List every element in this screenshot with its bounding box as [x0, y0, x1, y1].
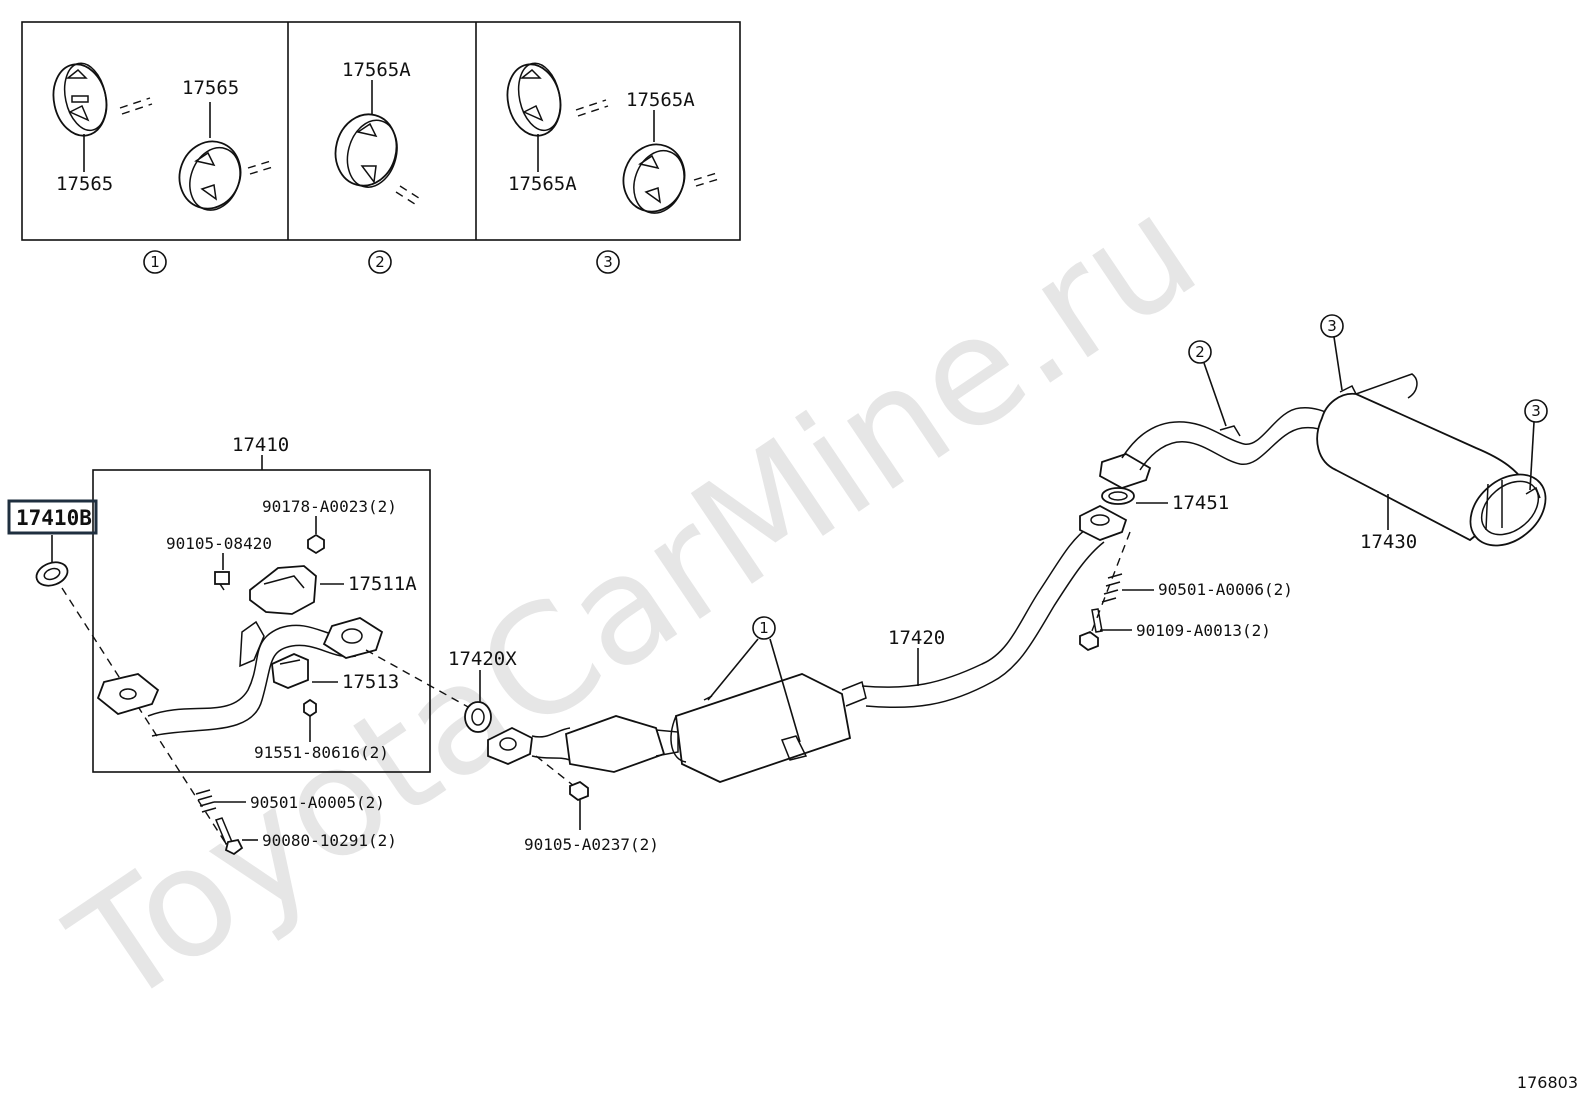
svg-text:1: 1 [150, 253, 160, 271]
hanger-mount-line [395, 185, 423, 207]
inset-2: 17565A [334, 59, 423, 207]
front-pipe-assembly-group: 17410 17410B 17511A [7, 434, 431, 851]
part-label-17565A: 17565A [626, 89, 695, 111]
inset-number-2: 2 [368, 250, 392, 274]
inset-number-3: 3 [596, 250, 620, 274]
hanger-mount-line [119, 97, 153, 115]
spring-icon [1101, 573, 1123, 603]
inset-frame [21, 21, 741, 241]
callout-3: 3 [1524, 399, 1548, 491]
hanger-mount-line [693, 171, 723, 187]
part-label-17420X: 17420X [448, 648, 517, 670]
callout-1: 1 [707, 616, 801, 743]
gasket-icon [35, 561, 69, 587]
bolt-icon [569, 780, 589, 802]
gasket-icon [464, 701, 492, 733]
part-label-17565A: 17565A [342, 59, 411, 81]
bolt-icon [214, 571, 230, 591]
part-label-17565A: 17565A [508, 173, 577, 195]
tailpipe-muffler-icon [1099, 373, 1547, 547]
gasket-icon [1101, 487, 1135, 505]
svg-text:2: 2 [375, 253, 385, 271]
part-label-90105-A0237: 90105-A0237(2) [524, 835, 659, 854]
part-label-90105-08420: 90105-08420 [166, 534, 272, 553]
inset-3: 17565A 17565A [506, 62, 723, 214]
svg-text:3: 3 [1327, 317, 1337, 335]
rubber-hanger-icon [622, 143, 686, 214]
part-label-17430: 17430 [1360, 531, 1417, 553]
part-label-17565: 17565 [182, 77, 239, 99]
part-label-17511A: 17511A [348, 573, 417, 595]
rubber-hanger-icon [178, 140, 242, 211]
part-label-17451: 17451 [1172, 492, 1229, 514]
highlight-box [7, 499, 98, 535]
rubber-hanger-icon [334, 113, 398, 188]
bolt-icon [303, 698, 317, 730]
part-label-90178: 90178-A0023(2) [262, 497, 397, 516]
nut-icon [307, 533, 325, 555]
part-label-17513: 17513 [342, 671, 399, 693]
part-label-17410B[interactable]: 17410B [16, 506, 92, 530]
part-label-17410: 17410 [232, 434, 289, 456]
front-pipe-icon [96, 617, 384, 737]
inset-1: 17565 17565 [52, 62, 277, 211]
alignment-line [1089, 531, 1131, 637]
inset-number-1: 1 [143, 250, 167, 274]
alignment-line [61, 587, 231, 851]
heat-insulator-icon [249, 565, 317, 615]
rubber-hanger-icon [52, 62, 108, 137]
spring-icon [195, 789, 217, 813]
part-label-17420: 17420 [888, 627, 945, 649]
part-label-90501-A0005: 90501-A0005(2) [250, 793, 385, 812]
clamp-bracket-icon [271, 653, 309, 689]
part-label-90080: 90080-10291(2) [262, 831, 397, 850]
watermark: ToyotaCarMine.ru [42, 163, 1226, 1041]
rubber-hanger-icon [506, 62, 562, 137]
hanger-mount-line [575, 99, 609, 117]
alignment-line [535, 755, 575, 787]
part-label-17565: 17565 [56, 173, 113, 195]
diagram-id: 176803 [1517, 1073, 1578, 1092]
svg-text:2: 2 [1195, 343, 1205, 361]
bolt-icon [1079, 608, 1103, 652]
hanger-inset-panel: 17565 17565 17565A [21, 21, 741, 274]
svg-text:1: 1 [759, 619, 769, 637]
part-label-90109: 90109-A0013(2) [1136, 621, 1271, 640]
part-label-91551: 91551-80616(2) [254, 743, 389, 762]
center-pipe-converter-icon [487, 504, 1128, 783]
part-label-90501-A0006: 90501-A0006(2) [1158, 580, 1293, 599]
svg-text:3: 3 [603, 253, 613, 271]
callout-2: 2 [1188, 340, 1227, 427]
callout-3: 3 [1320, 314, 1344, 391]
svg-text:3: 3 [1531, 402, 1541, 420]
bolt-icon [214, 817, 244, 856]
alignment-line [365, 649, 471, 709]
hanger-mount-line [247, 159, 277, 175]
